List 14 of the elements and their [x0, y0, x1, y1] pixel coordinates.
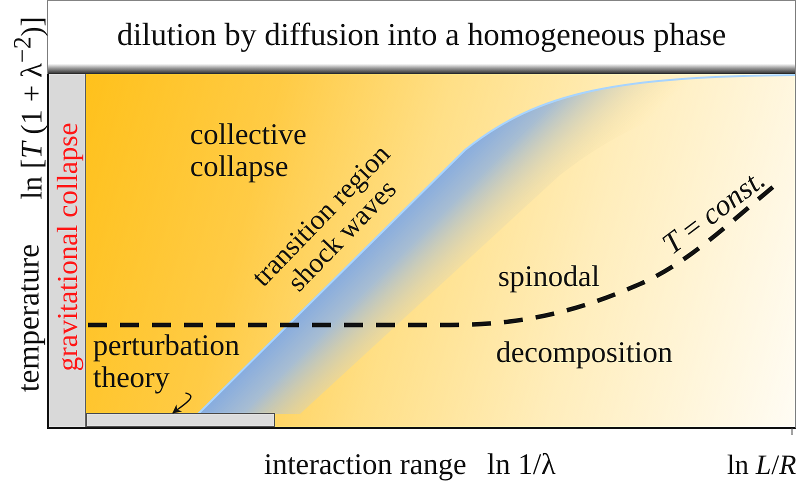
axis-formula: ln 1/λ [487, 449, 556, 480]
annotation-label: perturbation theory [93, 330, 258, 393]
curve-label: T = const. [656, 163, 772, 261]
base-bar [86, 413, 275, 427]
region-label: decomposition [496, 337, 673, 368]
strip-label: gravitational collapse [52, 122, 83, 372]
band-title: dilution by diffusion into a homogeneous phase [116, 18, 726, 52]
axis-title: temperature [12, 244, 46, 392]
axis-formula: ln L/R [727, 451, 796, 480]
axis-title: interaction range [264, 449, 466, 480]
header-band [47, 0, 796, 74]
region-label: collective collapse [190, 119, 308, 182]
side-strip [49, 74, 86, 427]
region-label: spinodal [498, 261, 600, 292]
